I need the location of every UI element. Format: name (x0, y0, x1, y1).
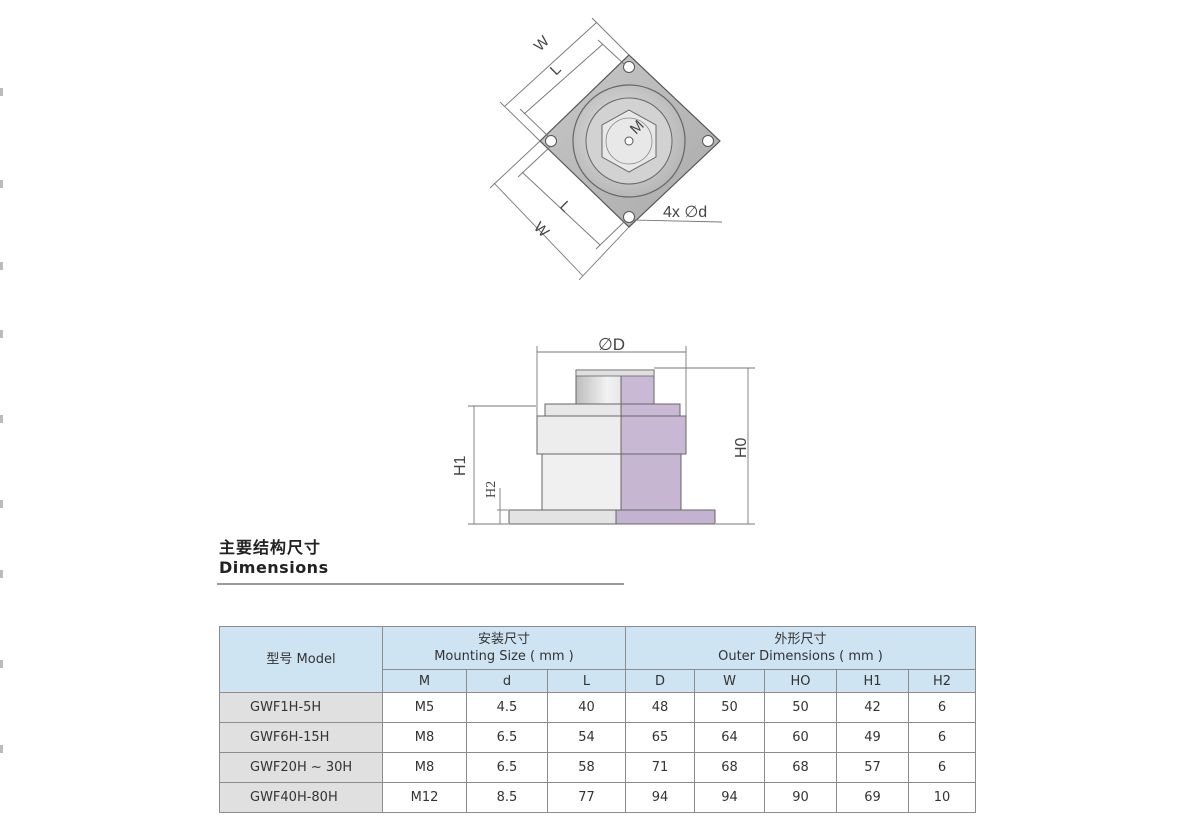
section-title-en: Dimensions (219, 558, 329, 577)
table-cell: 8.5 (466, 782, 548, 813)
table-cell: 10 (908, 782, 976, 813)
model-cell: GWF1H-5H (219, 692, 383, 723)
mount-hole (702, 135, 714, 147)
heading-divider (217, 583, 624, 585)
table-cell: 50 (764, 692, 837, 723)
table-cell: 40 (547, 692, 626, 723)
table-cell: M8 (382, 722, 467, 753)
model-cell: GWF6H-15H (219, 722, 383, 753)
col-header-d: D (625, 669, 695, 693)
table-row: GWF1H-5H M5 4.5 40 48 50 50 42 6 (219, 692, 976, 723)
table-cell: 6 (908, 752, 976, 783)
col-header-d-hole: d (466, 669, 548, 693)
model-cell: GWF20H ~ 30H (219, 752, 383, 783)
table-cell: 69 (836, 782, 909, 813)
model-header: 型号 Model (219, 626, 383, 693)
table-cell: 42 (836, 692, 909, 723)
table-cell: 94 (694, 782, 765, 813)
section-heading: 主要结构尺寸 Dimensions (219, 534, 329, 577)
outer-dimensions-en: Outer Dimensions ( mm ) (718, 649, 883, 664)
table-cell: M8 (382, 752, 467, 783)
table-cell: 58 (547, 752, 626, 783)
label-h2: H2 (484, 481, 499, 498)
table-cell: 68 (764, 752, 837, 783)
mounting-size-cn: 安装尺寸 (477, 632, 530, 647)
outer-dimensions-header: 外形尺寸 Outer Dimensions ( mm ) (625, 626, 976, 670)
dimensions-table: 型号 Model 安装尺寸 Mounting Size ( mm ) 外形尺寸 … (219, 626, 976, 813)
col-header-h1: H1 (836, 669, 909, 693)
table-cell: 57 (836, 752, 909, 783)
table-cell: 4.5 (466, 692, 548, 723)
table-cell: 65 (625, 722, 695, 753)
table-cell: M12 (382, 782, 467, 813)
col-header-h0: HO (764, 669, 837, 693)
table-cell: 77 (547, 782, 626, 813)
col-header-m: M (382, 669, 467, 693)
table-cell: 60 (764, 722, 837, 753)
label-holes: 4x ∅d (663, 204, 707, 221)
col-header-l: L (547, 669, 626, 693)
table-cell: 90 (764, 782, 837, 813)
section-title-cn: 主要结构尺寸 (219, 538, 322, 557)
label-h1: H1 (452, 455, 469, 476)
table-cell: 64 (694, 722, 765, 753)
edge-marks (0, 0, 6, 821)
table-row: GWF6H-15H M8 6.5 54 65 64 60 49 6 (219, 722, 976, 753)
side-view-drawing: ∅D H0 H1 H2 (452, 335, 755, 525)
table-cell: 68 (694, 752, 765, 783)
table-cell: 50 (694, 692, 765, 723)
model-cell: GWF40H-80H (219, 782, 383, 813)
mounting-size-en: Mounting Size ( mm ) (434, 649, 574, 664)
table-cell: 71 (625, 752, 695, 783)
table-cell: 6 (908, 692, 976, 723)
top-view-drawing: W L M L W 4x ∅d (489, 17, 723, 281)
col-header-h2: H2 (908, 669, 976, 693)
table-row: GWF40H-80H M12 8.5 77 94 94 90 69 10 (219, 782, 976, 813)
center-hole (624, 136, 634, 146)
table-cell: 54 (547, 722, 626, 753)
label-h0: H0 (733, 437, 750, 458)
table-row: GWF20H ~ 30H M8 6.5 58 71 68 68 57 6 (219, 752, 976, 783)
table-cell: 48 (625, 692, 695, 723)
mounting-size-header: 安装尺寸 Mounting Size ( mm ) (382, 626, 626, 670)
table-cell: 6.5 (466, 722, 548, 753)
table-cell: 94 (625, 782, 695, 813)
mount-hole (623, 61, 635, 73)
col-header-w: W (694, 669, 765, 693)
table-cell: 6.5 (466, 752, 548, 783)
table-cell: M5 (382, 692, 467, 723)
mount-hole (623, 211, 635, 223)
table-cell: 49 (836, 722, 909, 753)
label-d: ∅D (598, 335, 625, 354)
outer-dimensions-cn: 外形尺寸 (774, 632, 827, 647)
table-cell: 6 (908, 722, 976, 753)
